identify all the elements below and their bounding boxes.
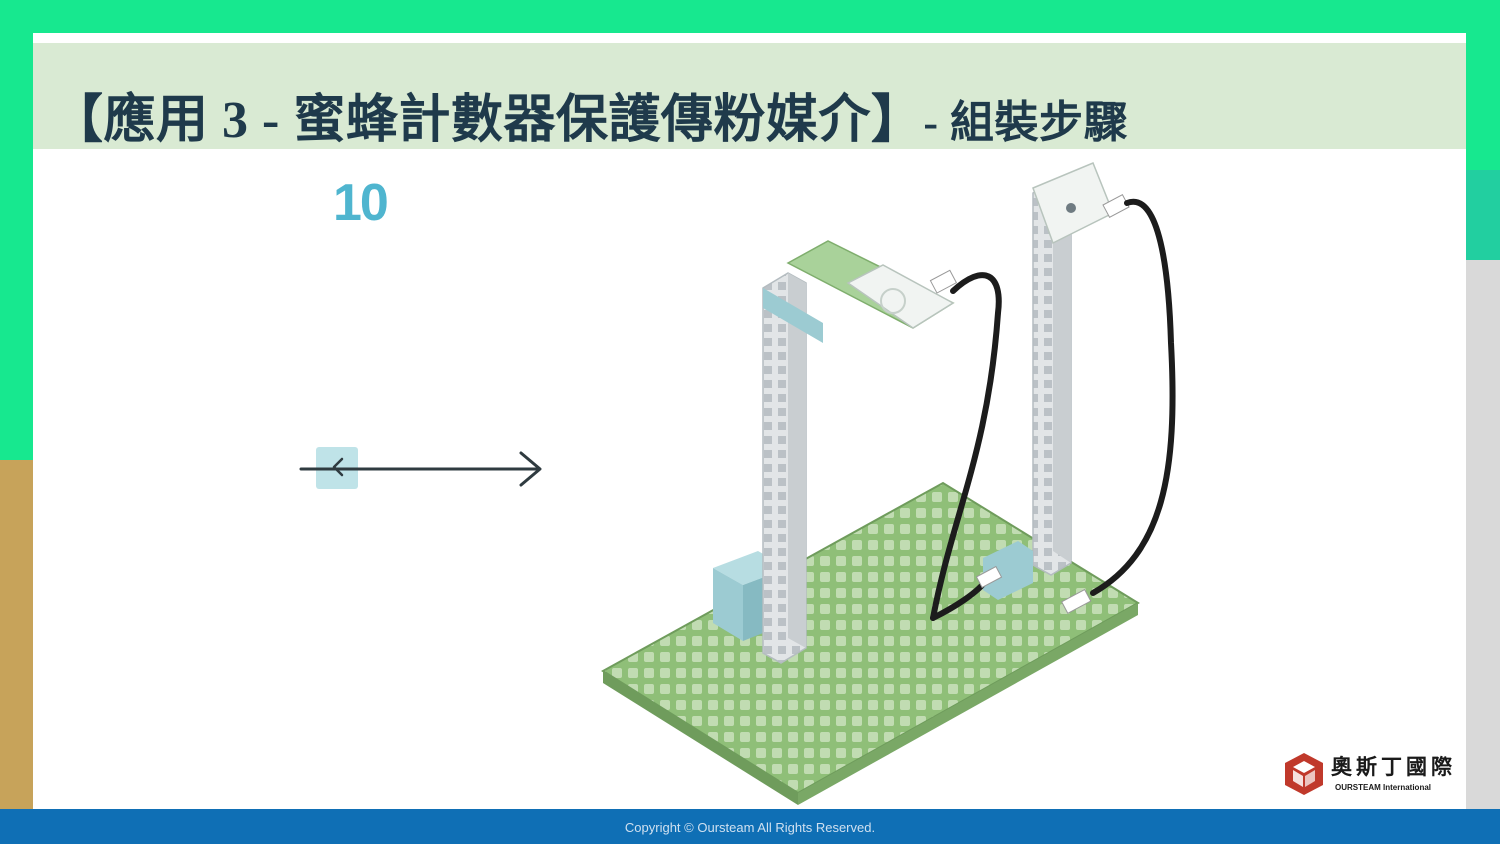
- logo-chinese: 奧斯丁國際: [1331, 755, 1456, 779]
- footer-bar: Copyright © Oursteam All Rights Reserved…: [0, 809, 1500, 844]
- step-number: 10: [333, 174, 389, 232]
- cube-logo-icon: [1285, 753, 1323, 795]
- title-main: 【應用 3 - 蜜蜂計數器保護傳粉媒介】: [51, 92, 924, 149]
- company-logo: 奧斯丁國際 OURSTEAM International: [1283, 751, 1463, 801]
- cables: [930, 198, 1176, 621]
- title-bar: 【應用 3 - 蜜蜂計數器保護傳粉媒介】- 組裝步驟: [33, 43, 1466, 149]
- slide: 【應用 3 - 蜜蜂計數器保護傳粉媒介】- 組裝步驟 10: [33, 33, 1466, 809]
- title-sub: - 組裝步驟: [923, 98, 1128, 147]
- arrow-right-icon: [299, 451, 542, 487]
- assembly-diagram-icon: [593, 153, 1193, 838]
- logo-english: OURSTEAM International: [1335, 783, 1432, 792]
- navigation-arrow: [299, 443, 549, 498]
- right-bracket: [983, 162, 1130, 600]
- copyright-text: Copyright © Oursteam All Rights Reserved…: [624, 820, 876, 835]
- slide-title: 【應用 3 - 蜜蜂計數器保護傳粉媒介】- 組裝步驟: [51, 77, 1128, 152]
- background-gray-shape: [1460, 260, 1500, 820]
- sensor-board: [786, 240, 958, 329]
- left-bracket: [762, 272, 823, 664]
